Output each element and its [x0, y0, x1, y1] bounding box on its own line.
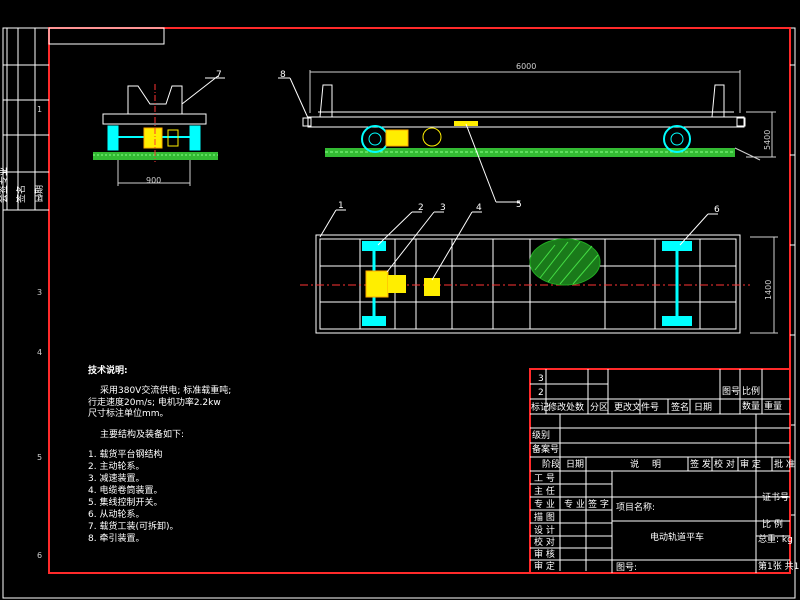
margin-grid	[3, 27, 165, 211]
small-col-drawing: 图号	[722, 386, 740, 397]
plan-view: 1400	[300, 234, 778, 334]
rev-row: 3	[538, 374, 544, 384]
right-top: 证书号	[762, 492, 789, 503]
title-block: 3 2 标记 修改处数 分区 更改文件号 签名 日期 图号 比例 数量 重量 级…	[529, 368, 800, 574]
callout-4: 4	[476, 203, 482, 213]
callout-8: 8	[280, 70, 286, 80]
margin-label-a: 会签专业	[0, 167, 9, 203]
drawing-title: 电动轨道平车	[650, 531, 704, 543]
rev-header-zone: 分区	[590, 402, 608, 413]
status-desc2: 明	[652, 459, 661, 470]
notes-item: 3. 减速装置。	[88, 472, 144, 484]
approve-sign: 签 字	[588, 498, 609, 510]
left-label: 主 任	[534, 485, 555, 497]
status-ratify: 批 准	[774, 458, 795, 470]
status-issue: 签 发	[690, 458, 711, 470]
notes-item: 2. 主动轮系。	[88, 460, 144, 472]
notes-item: 4. 电缆卷筒装置。	[88, 484, 162, 496]
side-mark: 6	[37, 551, 42, 560]
left-label: 审 定	[534, 560, 555, 572]
dim-gauge: 900	[146, 176, 161, 185]
tech-notes: 技术说明: 采用380V交流供电; 标准载重吨; 行走速度20m/s; 电机功率…	[88, 364, 231, 544]
status-approve: 审 定	[740, 458, 761, 470]
rev-header-count: 修改处数	[548, 401, 584, 413]
notes-item: 1. 载货平台钢结构	[88, 448, 162, 460]
dim-height: 5400	[763, 130, 772, 150]
project-label: 项目名称:	[616, 501, 655, 513]
side-marks: 1 2 3 4 5 6	[37, 105, 42, 560]
left-label: 工 号	[534, 473, 555, 484]
side-mark: 1	[37, 105, 42, 114]
small-col-weight: 重量	[764, 400, 782, 412]
callout-5: 5	[516, 200, 522, 210]
left-label: 专 业	[534, 498, 555, 510]
grade-label: 级别	[532, 429, 550, 441]
dim-width: 1400	[764, 280, 773, 300]
drawing-frame	[48, 27, 791, 574]
end-view: 900	[93, 75, 219, 186]
weight-label: 总重: kg	[758, 533, 793, 545]
left-label: 审 核	[534, 548, 555, 560]
callout-2: 2	[418, 203, 424, 213]
rev-header-sign: 签名	[671, 401, 689, 413]
side-view: 6000 5400	[302, 62, 776, 161]
left-label: 设 计	[534, 524, 555, 536]
small-col-qty: 数量	[742, 400, 760, 412]
rev-header-mark: 标记	[531, 401, 549, 413]
notes-item: 7. 载货工装(可拆卸)。	[88, 520, 178, 532]
small-col-scale: 比例	[742, 385, 760, 397]
side-mark: 5	[37, 453, 42, 462]
callout-1: 1	[338, 201, 344, 211]
notes-item: 6. 从动轮系。	[88, 508, 144, 520]
status-date: 日期	[566, 459, 584, 470]
record-label: 备案号	[532, 443, 559, 455]
rev-row: 2	[538, 388, 544, 398]
margin-label-c: 日期	[34, 185, 45, 203]
margin-label-b: 签名	[15, 185, 27, 203]
side-mark: 4	[37, 348, 42, 357]
status-desc1: 说	[630, 458, 639, 470]
approve-prof: 专 业	[564, 498, 585, 510]
callout-labels: 1 2 3 4 5 6 7 8	[216, 70, 720, 215]
drawing-no-label: 图号:	[616, 562, 637, 573]
side-mark: 3	[37, 288, 42, 297]
sheet-label: 第1张 共1张	[758, 560, 800, 572]
notes-title: 技术说明:	[88, 364, 128, 376]
callouts	[205, 77, 718, 281]
callout-6: 6	[714, 205, 720, 215]
status-check: 校 对	[714, 458, 735, 470]
notes-line1: 采用380V交流供电; 标准载重吨;	[100, 384, 231, 396]
notes-item: 8. 牵引装置。	[88, 532, 144, 544]
right-mid: 比 例	[762, 518, 783, 530]
callout-3: 3	[440, 203, 446, 213]
margin-table: 会签专业 签名 日期	[0, 167, 45, 203]
side-ticks	[790, 64, 795, 516]
rev-header-date: 日期	[694, 402, 712, 413]
dim-length: 6000	[516, 62, 536, 71]
side-mark: 2	[37, 193, 42, 202]
left-label: 描 图	[534, 511, 555, 523]
rev-header-doc: 更改文件号	[614, 401, 659, 413]
notes-subtitle: 主要结构及装备如下:	[100, 428, 184, 440]
notes-line2: 行走速度20m/s; 电机功率2.2kw	[88, 396, 221, 408]
callout-7: 7	[216, 70, 222, 80]
left-label: 校 对	[534, 536, 555, 548]
notes-line3: 尺寸标注单位mm。	[88, 407, 169, 419]
notes-item: 5. 集线控制开关。	[88, 496, 162, 508]
status-stage: 阶段	[542, 458, 560, 470]
